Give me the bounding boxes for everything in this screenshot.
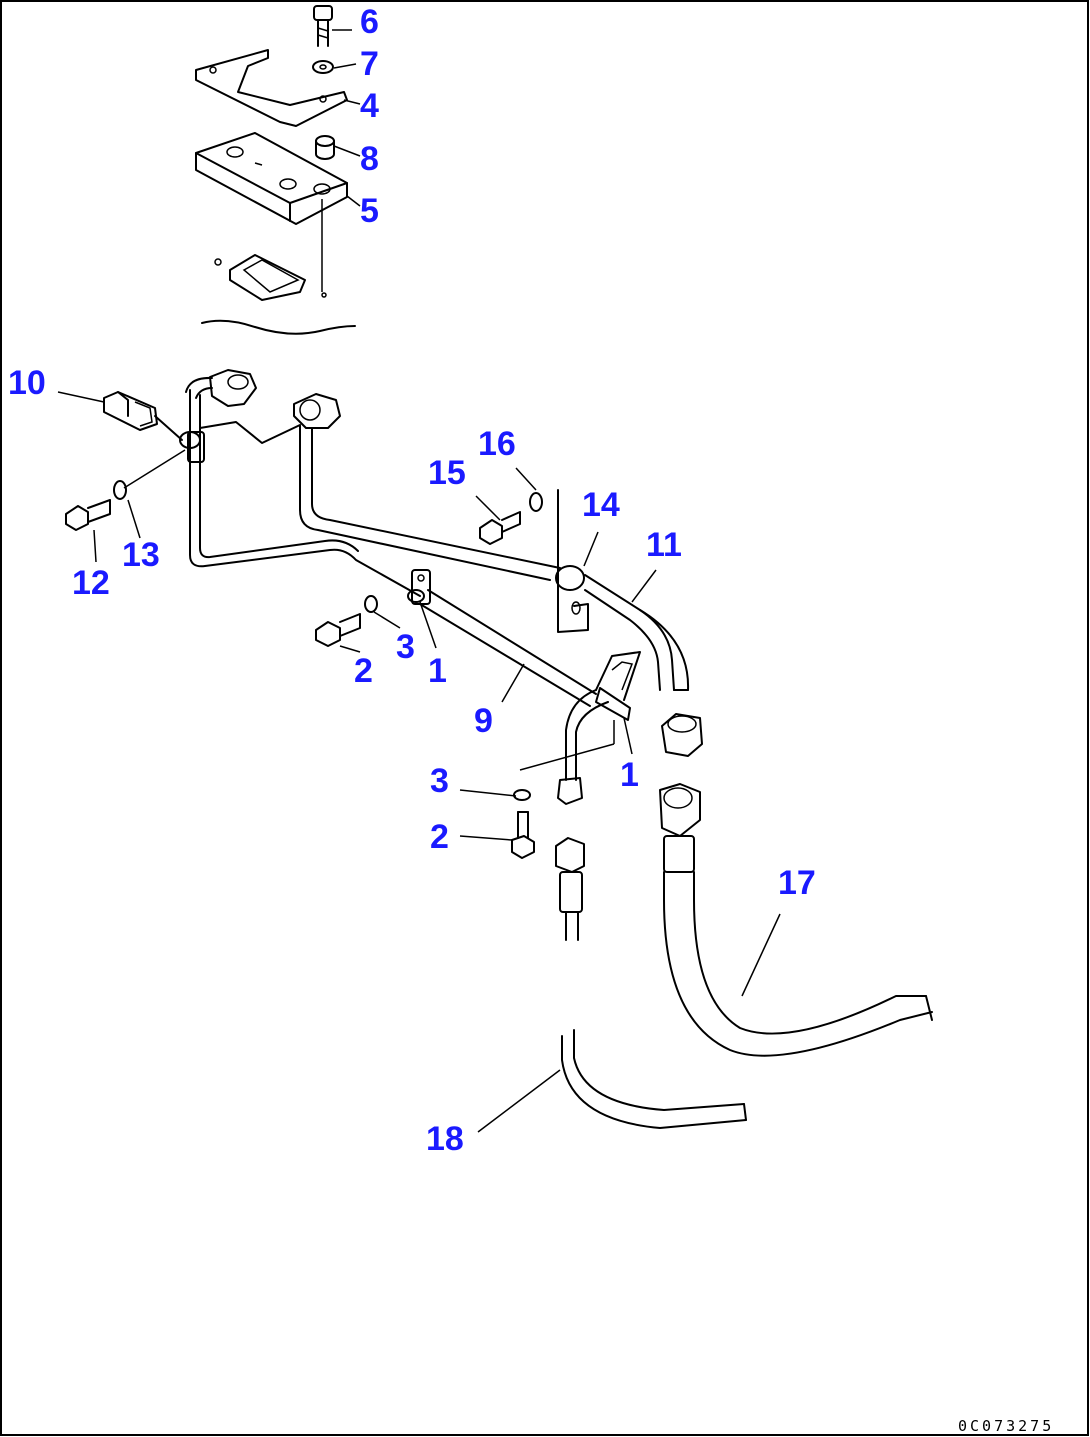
callout-15: 15 [428, 454, 466, 492]
sensor-10 [103, 391, 183, 441]
spacer-8 [315, 135, 335, 160]
callout-14: 14 [582, 486, 620, 524]
callout-17: 17 [778, 864, 816, 902]
washer-7 [312, 60, 334, 74]
callout-8: 8 [360, 140, 379, 178]
callout-10: 10 [8, 364, 46, 402]
callout-9: 9 [474, 702, 493, 740]
drawing-code: 0C073275 [958, 1417, 1054, 1435]
bolt-6 [313, 5, 333, 47]
bolt-2b [511, 811, 535, 859]
callout-2b: 2 [430, 818, 449, 856]
callout-3a: 3 [396, 628, 415, 666]
washer-16 [529, 492, 543, 512]
callout-13: 13 [122, 536, 160, 574]
bolt-15 [479, 511, 521, 545]
washer-3b [513, 789, 531, 801]
plate-5 [195, 132, 348, 225]
hose-17 [659, 713, 933, 1057]
bolt-2a [315, 613, 361, 647]
washer-13 [113, 449, 186, 500]
callout-2a: 2 [354, 652, 373, 690]
callout-18: 18 [426, 1120, 464, 1158]
bracket-4 [195, 49, 348, 127]
callout-1a: 1 [428, 652, 447, 690]
leader-lines [57, 29, 781, 1133]
callout-6: 6 [360, 3, 379, 41]
callout-11: 11 [646, 526, 682, 564]
hose-18 [555, 837, 747, 1129]
tube-assembly [179, 369, 690, 805]
mount-recess [214, 199, 327, 301]
callout-7: 7 [360, 45, 379, 83]
callout-1b: 1 [620, 756, 639, 794]
callout-12: 12 [72, 564, 110, 602]
callout-16: 16 [478, 425, 516, 463]
bolt-12 [65, 499, 111, 531]
frame-break-line [201, 319, 356, 335]
callout-4: 4 [360, 87, 379, 125]
callout-3b: 3 [430, 762, 449, 800]
callout-5: 5 [360, 192, 379, 230]
callouts: 6 7 4 8 5 10 16 15 14 11 13 12 3 2 1 9 3… [8, 3, 816, 1158]
washer-3a [364, 595, 378, 613]
